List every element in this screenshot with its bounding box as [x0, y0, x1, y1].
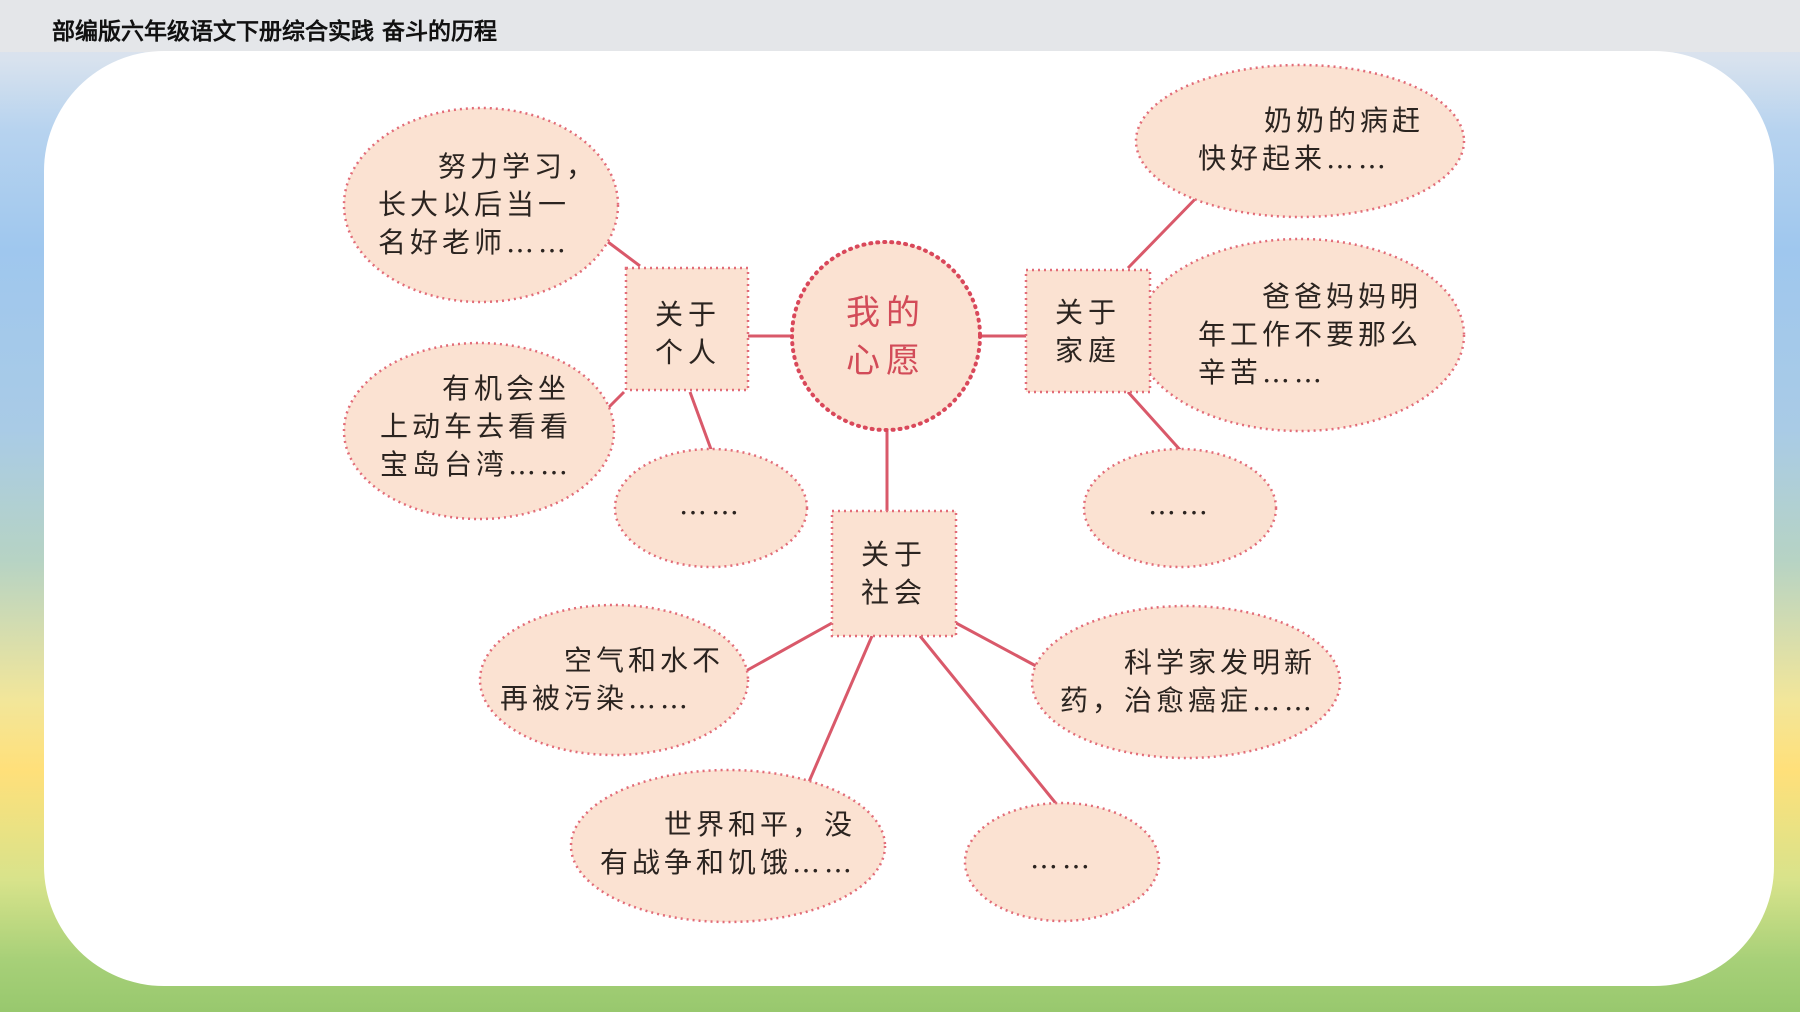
bubble-society-3: …… [963, 801, 1161, 923]
bubble-personal-1-line-3: 名好老师…… [378, 226, 570, 259]
bubble-family-3-line-1: …… [1148, 488, 1212, 521]
page-title: 部编版六年级语文下册综合实践 奋斗的历程 [52, 19, 498, 45]
bubble-personal-2-line-2: 上动车去看看 [380, 410, 572, 443]
bubble-society-3-line-1: …… [1030, 842, 1094, 875]
bubble-family-1-line-1: 奶奶的病赶 [1264, 104, 1424, 137]
connector-personal-bubble3 [688, 391, 714, 453]
category-society: 关于 社会 [830, 509, 958, 638]
bubble-personal-2-line-1: 有机会坐 [442, 372, 570, 405]
bubble-society-2-line-1: 世界和平，没 [664, 808, 856, 841]
bubble-family-1: 奶奶的病赶 快好起来…… [1134, 63, 1466, 219]
category-personal: 关于 个人 [624, 266, 750, 392]
bubble-personal-2-line-3: 宝岛台湾…… [380, 448, 572, 481]
bubble-family-1-line-2: 快好起来…… [1198, 142, 1390, 175]
bubble-personal-1-line-2: 长大以后当一 [378, 188, 570, 221]
bubble-personal-1-line-1: 努力学习， [438, 150, 598, 183]
connector-family-bubble1 [1126, 190, 1204, 270]
category-family-line-2: 家庭 [1055, 334, 1121, 367]
connectors [606, 190, 1204, 807]
bubble-society-4-line-2: 药，治愈癌症…… [1060, 684, 1316, 717]
bubble-family-2-line-1: 爸爸妈妈明 [1262, 280, 1422, 313]
category-society-line-2: 社会 [861, 576, 927, 609]
top-bar [0, 0, 1800, 52]
bubble-society-4-line-1: 科学家发明新 [1124, 646, 1316, 679]
connector-society-bubble1 [743, 621, 833, 674]
bubble-family-2: 爸爸妈妈明 年工作不要那么 辛苦…… [1134, 237, 1466, 433]
bubble-society-1-line-2: 再被污染…… [500, 682, 692, 715]
bubble-personal-1: 努力学习， 长大以后当一 名好老师…… [342, 106, 620, 304]
category-personal-line-2: 个人 [655, 336, 721, 369]
connector-society-bubble3 [918, 635, 1060, 807]
connector-family-bubble3 [1126, 390, 1184, 454]
bubble-society-1: 空气和水不 再被污染…… [478, 603, 750, 757]
connector-society-bubble4 [955, 621, 1037, 668]
category-family-line-1: 关于 [1055, 296, 1121, 329]
category-family: 关于 家庭 [1024, 268, 1152, 394]
bubble-society-2: 世界和平，没 有战争和饥饿…… [569, 768, 887, 924]
connector-society-bubble2 [806, 635, 874, 785]
bubble-family-2-line-3: 辛苦…… [1198, 356, 1326, 389]
center-line-1: 我的 [846, 293, 926, 333]
center-line-2: 心愿 [846, 341, 926, 381]
connector-personal-bubble2 [606, 390, 626, 410]
bubble-personal-3: …… [613, 447, 809, 569]
bubble-personal-2: 有机会坐 上动车去看看 宝岛台湾…… [342, 341, 616, 521]
center-wish: 我的 心愿 [790, 240, 982, 432]
bubble-family-2-line-2: 年工作不要那么 [1198, 318, 1422, 351]
bubble-family-3: …… [1082, 447, 1278, 569]
bubble-personal-3-line-1: …… [679, 488, 743, 521]
category-personal-line-1: 关于 [655, 298, 721, 331]
bubble-society-2-line-2: 有战争和饥饿…… [600, 846, 856, 879]
bubble-society-4: 科学家发明新 药，治愈癌症…… [1030, 604, 1342, 760]
connector-personal-bubble1 [607, 240, 641, 268]
category-society-line-1: 关于 [861, 538, 927, 571]
bubble-society-1-line-1: 空气和水不 [564, 644, 724, 677]
